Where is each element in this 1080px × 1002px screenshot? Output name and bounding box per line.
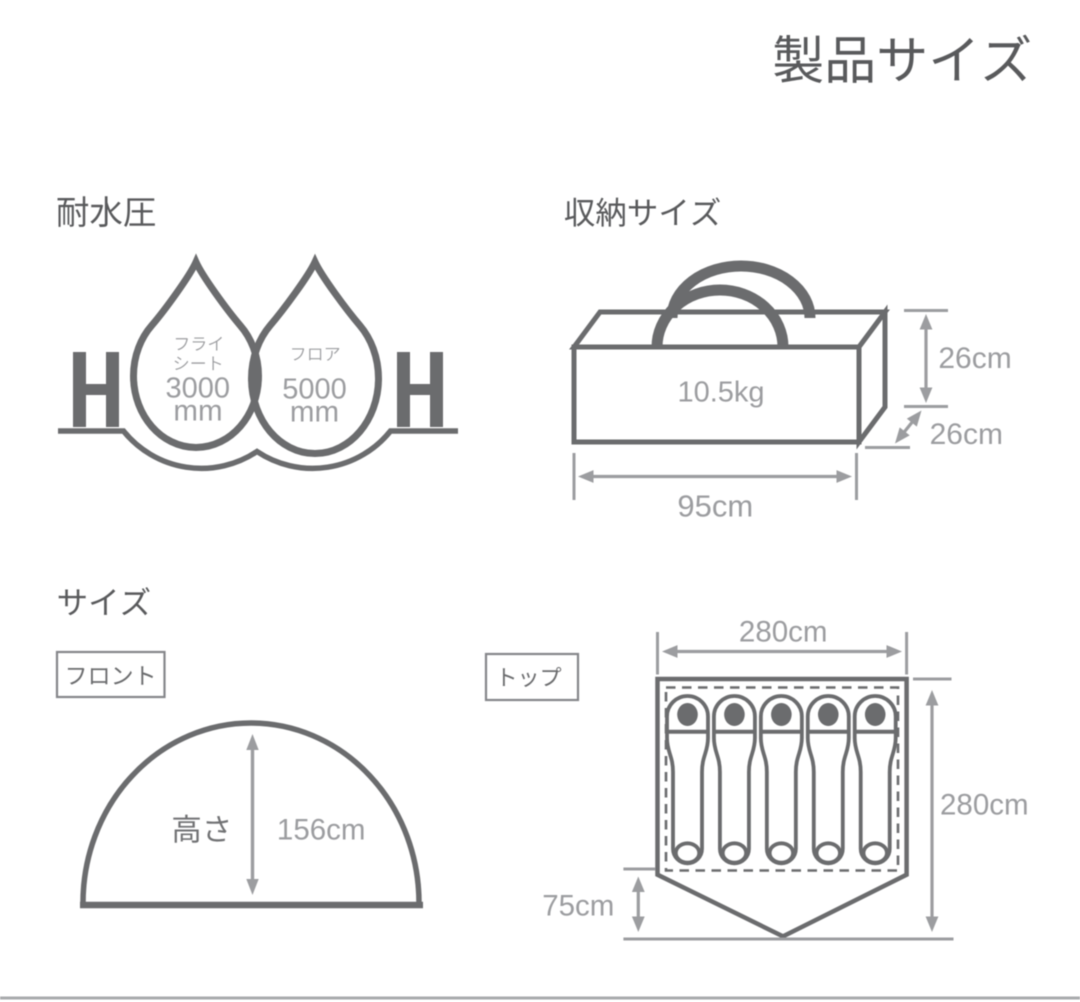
- h-symbol-left: [73, 352, 119, 427]
- h-symbol-glyph: [397, 352, 443, 427]
- sleeping-bag-outline: [805, 694, 851, 866]
- glyph-path: [174, 356, 222, 371]
- height-label: [173, 814, 229, 843]
- sleeping-bag-outline: [852, 694, 898, 866]
- top-view-dimensions: [623, 632, 954, 941]
- glyph-path: [564, 197, 720, 227]
- front-view-tag-label: [67, 666, 154, 685]
- sleeper-head: [771, 703, 792, 726]
- dim-arrowhead: [246, 879, 259, 895]
- water-resistance-heading: [57, 196, 155, 227]
- storage-width: 95cm: [677, 488, 754, 524]
- sleeper-icon: [712, 694, 757, 866]
- droplet-outline: [248, 253, 382, 457]
- h-symbol-glyph: [73, 352, 119, 427]
- dim-arrowhead: [895, 427, 910, 444]
- sleeping-bag-outline: [665, 694, 710, 866]
- dim-arrowhead: [886, 645, 902, 658]
- flysheet-value: 3000: [165, 372, 231, 405]
- droplet-floor-icon: [248, 253, 382, 457]
- water-resistance-icon: [58, 253, 458, 472]
- storage-depth: 26cm: [929, 418, 1003, 452]
- sleeping-bag-outline: [758, 694, 804, 866]
- glyph-path: [774, 34, 1030, 84]
- sleeping-bag-foot: [767, 841, 795, 865]
- sleeper-head: [724, 703, 745, 726]
- sleeper-icon: [665, 694, 710, 866]
- sleeper-icon: [805, 694, 851, 866]
- jp-labels: [57, 34, 1030, 843]
- top-view-tag-box: [484, 652, 580, 702]
- water-ground-line: [58, 428, 458, 472]
- dim-arrowhead: [919, 387, 933, 403]
- dim-arrowhead: [578, 470, 594, 483]
- top-view-tag-label: [502, 667, 562, 687]
- sleeping-bag-foot: [861, 841, 889, 865]
- sleeping-bag-outline: [712, 694, 757, 866]
- storage-height: 26cm: [938, 342, 1012, 376]
- top-depth: 280cm: [940, 787, 1029, 821]
- front-height-value: 156cm: [276, 812, 366, 846]
- dim-arrowhead: [925, 690, 939, 706]
- glyph-path: [502, 667, 562, 687]
- size-heading: [58, 587, 150, 616]
- front-view-icon: [80, 720, 423, 909]
- sleeping-bag-foot: [720, 841, 749, 865]
- floor-label: [292, 347, 340, 361]
- top-view-icon: [655, 676, 909, 939]
- page-title: [774, 34, 1030, 84]
- storage-weight: 10.5kg: [677, 376, 765, 408]
- storage-bag-icon: [569, 260, 890, 450]
- dim-arrowhead: [836, 470, 852, 483]
- dim-arrowhead: [631, 916, 645, 932]
- dim-arrowhead: [631, 876, 645, 892]
- glyph-path: [58, 587, 150, 616]
- glyph-path: [175, 336, 222, 351]
- glyph-path: [292, 347, 340, 361]
- sleeper-head: [817, 703, 839, 726]
- sleeper-head: [677, 703, 698, 726]
- flysheet-label-line1: [175, 336, 222, 351]
- sleeper-icon: [758, 694, 804, 866]
- droplet-outline: [130, 253, 262, 451]
- front-view-tag-box: [55, 650, 166, 699]
- sleeper-head: [864, 703, 886, 726]
- bag-top-face: [569, 309, 890, 350]
- sleeping-bag-foot: [673, 841, 702, 865]
- dim-arrowhead: [246, 734, 259, 750]
- dim-arrowhead: [662, 645, 678, 658]
- bag-handle-front: [651, 284, 789, 348]
- top-vestibule: 75cm: [542, 889, 615, 923]
- glyph-path: [67, 666, 154, 685]
- floor-value: 5000: [282, 373, 347, 405]
- floor-unit: mm: [289, 395, 340, 429]
- sleeping-bag-foot: [814, 841, 842, 865]
- flysheet-label-line2: [174, 356, 222, 371]
- flysheet-unit: mm: [173, 394, 223, 428]
- top-width: 280cm: [738, 615, 828, 649]
- inner-floor-dashed: [664, 686, 900, 872]
- bag-body-faces: [569, 304, 890, 450]
- dim-arrowhead: [925, 916, 939, 932]
- sleeper-icon: [852, 694, 898, 866]
- glyph-path: [173, 814, 229, 843]
- dim-arrowhead: [919, 314, 933, 330]
- storage-size-heading: [564, 197, 720, 227]
- glyph-path: [57, 196, 155, 227]
- bag-handle-back: [666, 260, 816, 319]
- dim-arrowhead: [906, 410, 922, 427]
- bag-front-face: [571, 344, 862, 445]
- droplet-flysheet-icon: [130, 253, 262, 451]
- h-symbol-right: [397, 352, 443, 427]
- storage-dimensions: [572, 309, 948, 500]
